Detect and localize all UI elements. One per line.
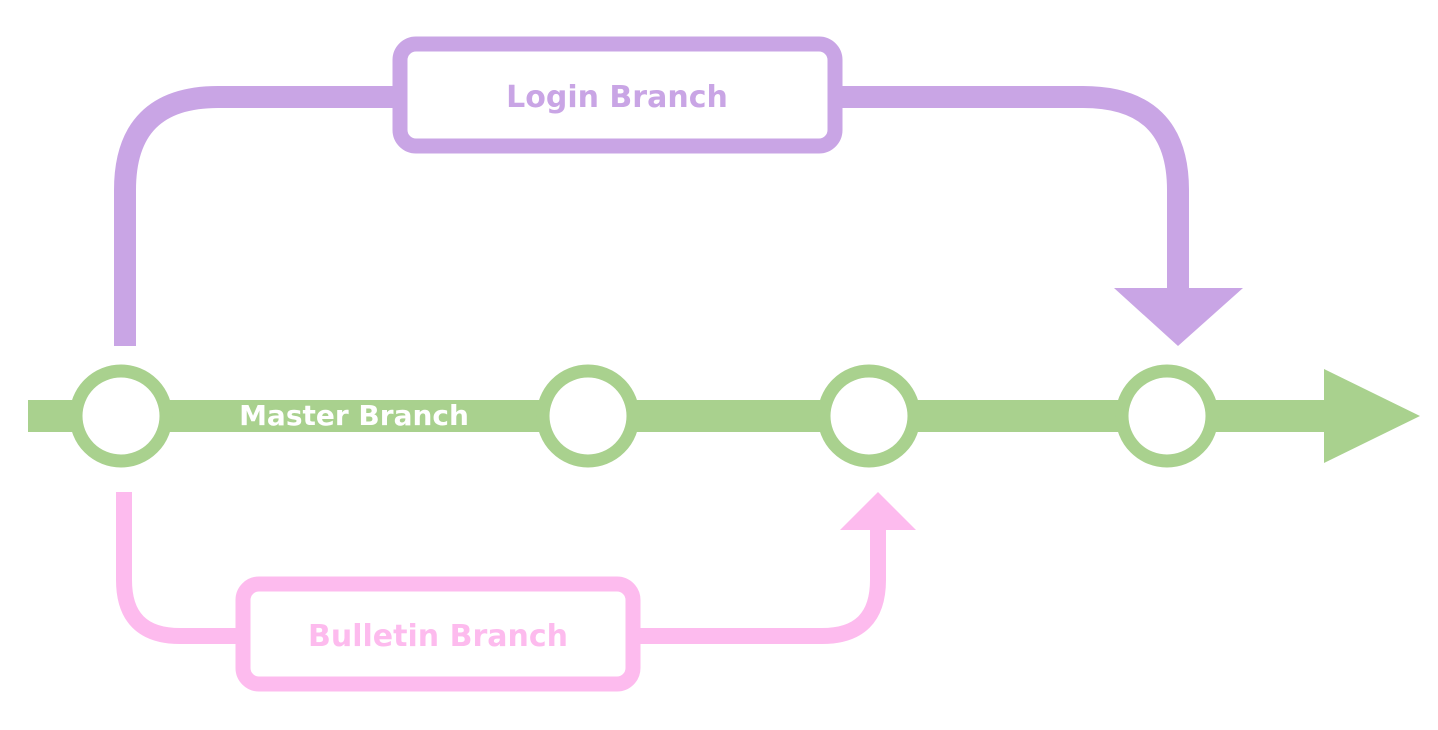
commit-node-3 <box>817 364 921 468</box>
bulletin-branch-label: Bulletin Branch <box>308 619 568 654</box>
login-branch-path <box>114 86 1189 346</box>
master-branch-label: Master Branch <box>239 399 469 432</box>
commit-node-4 <box>1115 364 1219 468</box>
commit-node-1 <box>69 364 173 468</box>
login-branch-label: Login Branch <box>506 80 728 115</box>
bulletin-branch-arrowhead <box>840 492 916 530</box>
login-branch: Login Branch <box>114 36 1243 346</box>
master-branch: Master Branch <box>28 364 1420 468</box>
login-branch-arrowhead <box>1114 288 1243 346</box>
bulletin-branch-box <box>235 576 641 692</box>
login-branch-box <box>392 36 843 154</box>
commit-node-2 <box>536 364 640 468</box>
master-branch-line <box>28 400 1328 432</box>
bulletin-branch: Bulletin Branch <box>116 492 916 692</box>
master-branch-arrowhead <box>1324 369 1420 463</box>
